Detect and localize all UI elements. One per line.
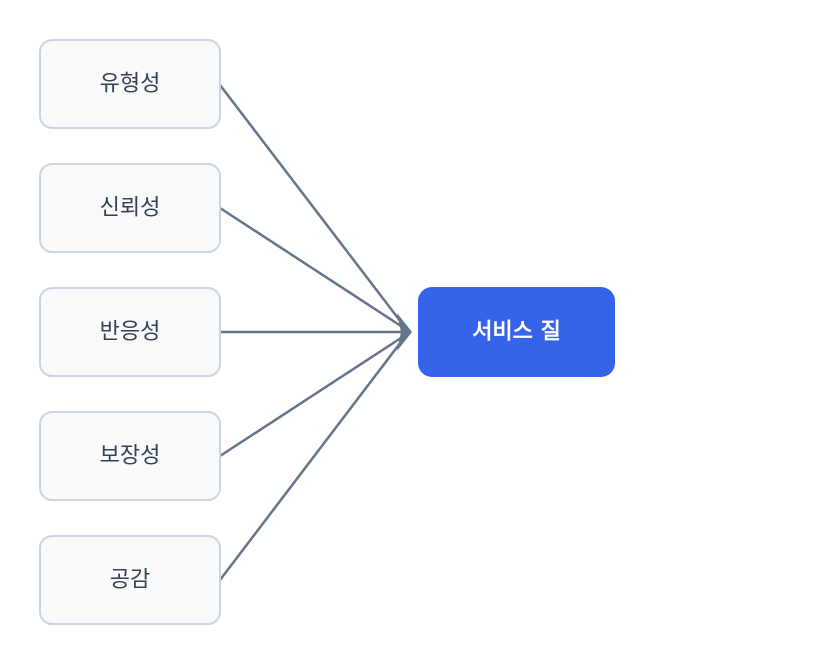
source-node-label: 반응성 <box>100 320 161 345</box>
edge-source-1 <box>219 206 405 330</box>
source-node-tangibles[interactable]: 유형성 <box>39 39 221 129</box>
source-node-label: 보장성 <box>100 444 161 469</box>
target-node-label: 서비스 질 <box>472 320 561 345</box>
source-node-responsiveness[interactable]: 반응성 <box>39 287 221 377</box>
source-node-empathy[interactable]: 공감 <box>39 535 221 625</box>
source-node-label: 신뢰성 <box>100 196 161 221</box>
edge-source-4 <box>219 337 405 581</box>
source-node-label: 공감 <box>110 568 150 593</box>
edge-source-3 <box>219 334 405 458</box>
edge-source-0 <box>219 84 405 327</box>
source-node-label: 유형성 <box>100 72 161 97</box>
edges <box>219 84 412 581</box>
source-node-reliability[interactable]: 신뢰성 <box>39 163 221 253</box>
target-node-service-quality[interactable]: 서비스 질 <box>418 287 615 377</box>
source-node-assurance[interactable]: 보장성 <box>39 411 221 501</box>
arrowhead <box>397 313 412 351</box>
